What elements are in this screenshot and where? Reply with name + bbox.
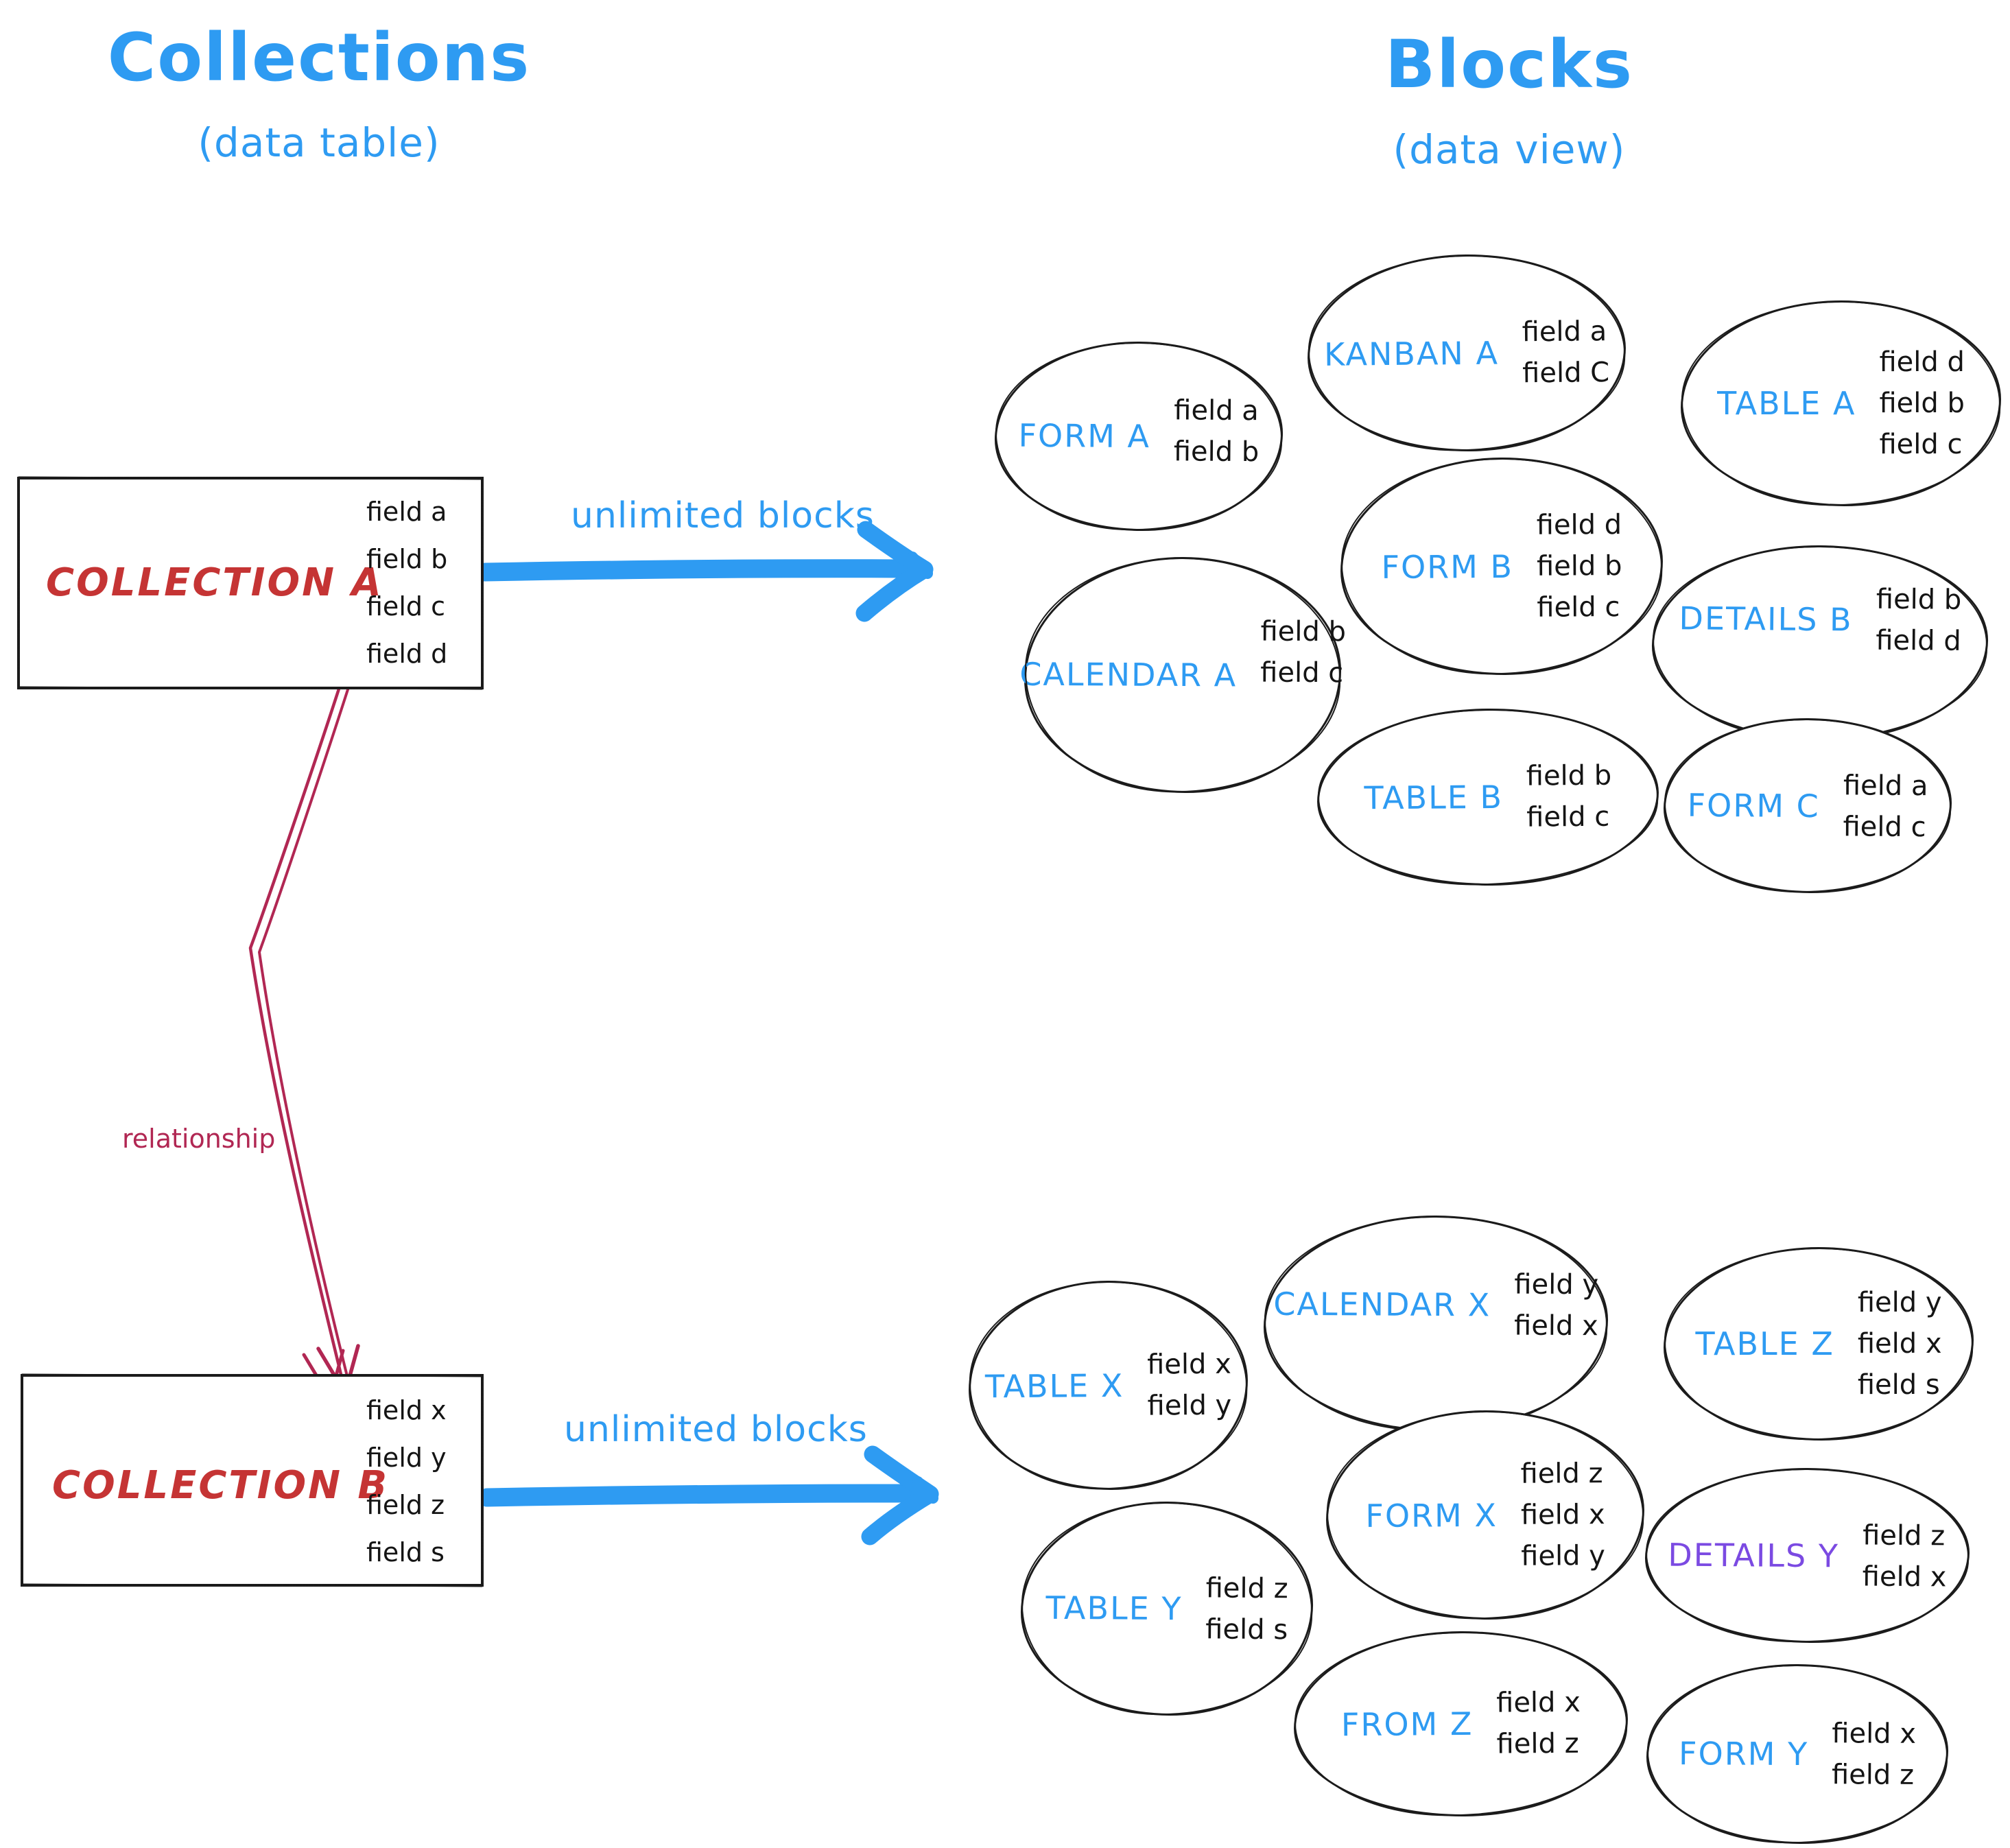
collection-b-field: field y (366, 1443, 447, 1473)
block-ellipse-form-y[interactable]: FORM Y field x field z (1646, 1663, 1949, 1845)
blocks-subtitle: (data view) (1393, 126, 1626, 173)
block-field: field z (1863, 1519, 1946, 1552)
collection-a-field: field b (366, 544, 448, 574)
collection-a-field: field d (366, 639, 448, 669)
block-label: FORM X (1365, 1496, 1498, 1535)
collection-a-box[interactable]: COLLECTION A field a field b field c fie… (17, 477, 484, 689)
block-field: field c (1537, 591, 1620, 624)
block-label: TABLE Y (1045, 1589, 1183, 1628)
block-field: field d (1876, 624, 1961, 657)
block-ellipse-table-z[interactable]: TABLE Z field y field x field s (1664, 1247, 1974, 1441)
block-field: field c (1260, 656, 1344, 689)
block-ellipse-details-y[interactable]: DETAILS Y field z field x (1644, 1467, 1970, 1644)
block-field: field x (1496, 1686, 1581, 1719)
block-field: field z (1831, 1759, 1915, 1791)
relationship-label: relationship (122, 1124, 276, 1154)
blocks-header: Blocks (data view) (1283, 26, 1736, 173)
block-field: field y (1514, 1268, 1599, 1301)
block-field: field y (1147, 1389, 1232, 1422)
collection-b-field: field z (366, 1490, 445, 1520)
block-ellipse-form-c[interactable]: FORM C field a field c (1663, 717, 1952, 895)
block-field: field x (1857, 1328, 1942, 1360)
block-field: field x (1832, 1718, 1917, 1750)
block-field: field a (1522, 315, 1607, 348)
block-ellipse-form-x[interactable]: FORM X field z field x field y (1325, 1409, 1645, 1621)
block-field: field d (1536, 508, 1622, 541)
block-ellipse-table-y[interactable]: TABLE Y field z field s (1019, 1500, 1314, 1717)
block-field: field z (1205, 1572, 1288, 1605)
block-label: TABLE X (984, 1366, 1124, 1405)
unlimited-blocks-arrow-a[interactable] (475, 521, 934, 622)
block-field: field z (1520, 1457, 1603, 1490)
block-field: field b (1536, 549, 1622, 582)
collection-a-label: COLLECTION A (46, 560, 383, 605)
block-ellipse-table-x[interactable]: TABLE X field x field y (967, 1279, 1249, 1491)
unlimited-blocks-arrow-b[interactable] (477, 1445, 939, 1545)
block-ellipse-table-a[interactable]: TABLE A field d field b field c (1681, 300, 2001, 506)
block-label: DETAILS B (1679, 599, 1853, 638)
collection-b-box[interactable]: COLLECTION B field x field y field z fie… (21, 1374, 484, 1587)
block-ellipse-from-z[interactable]: FROM Z field x field z (1293, 1630, 1629, 1818)
relationship-arrow[interactable] (248, 663, 360, 1400)
block-field: field y (1857, 1287, 1942, 1318)
block-ellipse-form-a[interactable]: FORM A field a field b (994, 340, 1284, 532)
collections-title: Collections (107, 19, 531, 96)
block-ellipse-calendar-a[interactable]: CALENDAR A field b field c (1019, 556, 1346, 794)
block-ellipse-table-b[interactable]: TABLE B field b field c (1316, 707, 1659, 887)
block-field: field c (1843, 810, 1926, 843)
block-label: TABLE A (1717, 385, 1856, 422)
collections-subtitle: (data table) (198, 119, 440, 166)
blocks-title: Blocks (1385, 26, 1633, 103)
block-field: field a (1174, 394, 1259, 427)
block-field: field y (1521, 1539, 1606, 1572)
block-field: field c (1526, 801, 1610, 833)
block-field: field b (1260, 615, 1347, 648)
collection-b-field: field s (366, 1537, 445, 1567)
block-field: field C (1522, 356, 1610, 389)
block-label: FORM Y (1678, 1735, 1809, 1773)
block-ellipse-form-b[interactable]: FORM B field d field b field c (1340, 456, 1664, 676)
block-field: field x (1146, 1348, 1231, 1381)
block-field: field b (1879, 388, 1965, 419)
unlimited-blocks-label-b: unlimited blocks (564, 1409, 868, 1450)
block-field: field s (1205, 1613, 1288, 1646)
block-label: CALENDAR X (1273, 1285, 1491, 1324)
collections-header: Collections (data table) (82, 19, 556, 166)
block-field: field s (1857, 1369, 1940, 1401)
block-field: field b (1876, 583, 1962, 616)
block-field: field x (1862, 1561, 1947, 1593)
block-label: CALENDAR A (1019, 655, 1238, 694)
collection-b-field: field x (366, 1395, 447, 1425)
block-label: FORM B (1381, 547, 1514, 586)
collection-b-label: COLLECTION B (52, 1463, 390, 1508)
block-field: field b (1173, 436, 1260, 469)
collection-a-field: field c (366, 591, 445, 621)
block-label: FORM C (1687, 786, 1820, 825)
block-field: field x (1513, 1310, 1598, 1342)
block-label: KANBAN A (1323, 334, 1500, 373)
block-label: DETAILS Y (1668, 1536, 1840, 1574)
block-field: field d (1879, 346, 1965, 378)
block-label: TABLE B (1364, 778, 1504, 817)
block-field: field x (1520, 1498, 1605, 1531)
unlimited-blocks-label-a: unlimited blocks (571, 495, 875, 536)
block-field: field a (1843, 769, 1928, 802)
block-label: FORM A (1018, 416, 1151, 455)
block-ellipse-kanban-a[interactable]: KANBAN A field a field C (1306, 252, 1627, 453)
collection-a-field: field a (366, 497, 447, 527)
block-ellipse-details-b[interactable]: DETAILS B field b field d (1651, 543, 1989, 743)
block-label: TABLE Z (1695, 1325, 1834, 1362)
block-field: field z (1496, 1727, 1579, 1760)
block-ellipse-calendar-x[interactable]: CALENDAR X field y field x (1263, 1214, 1609, 1433)
block-field: field c (1879, 429, 1963, 460)
block-label: FROM Z (1340, 1705, 1474, 1744)
block-field: field b (1526, 759, 1612, 792)
